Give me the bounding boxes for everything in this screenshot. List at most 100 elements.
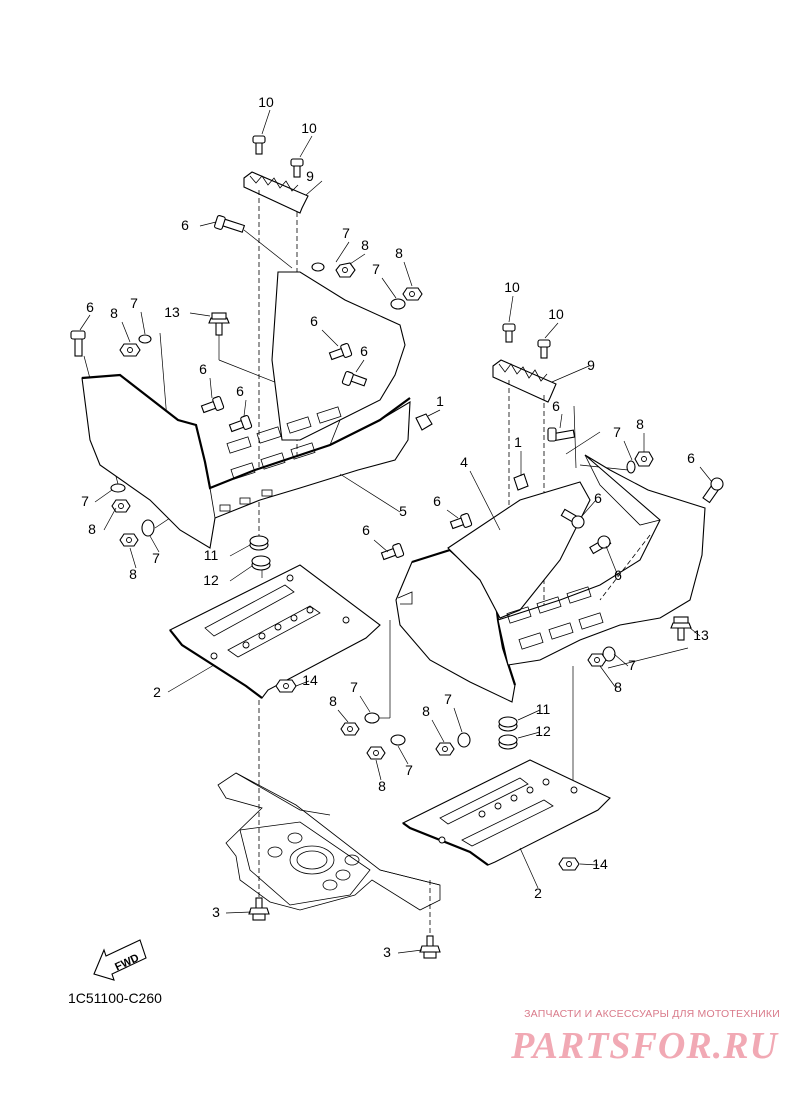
- callout-leader-line: [431, 719, 445, 743]
- callout-number: 7: [628, 657, 636, 673]
- callout-number: 11: [204, 547, 219, 563]
- bolt-6-right-b: [560, 508, 585, 529]
- callout-7-g: 7: [613, 653, 636, 673]
- callout-leader-line: [103, 507, 117, 531]
- callout-number: 6: [181, 217, 189, 233]
- callout-leader-line: [375, 759, 382, 781]
- bolt-6-right-e: [380, 543, 405, 561]
- callout-number: 7: [342, 225, 350, 241]
- bolt-13-right: [670, 616, 692, 641]
- callout-leader-line: [225, 911, 252, 914]
- callout-leader-line: [229, 544, 251, 557]
- callout-number: 6: [362, 522, 370, 538]
- bolt-10-right-b: [537, 339, 551, 359]
- callout-7-a: 7: [335, 225, 350, 263]
- nut-8-left-a: [119, 343, 141, 357]
- callout-6-j: 6: [581, 490, 602, 517]
- callout-leader-line: [355, 359, 365, 373]
- callout-8-i: 8: [422, 703, 445, 743]
- callout-leader-line: [305, 180, 323, 196]
- bolt-13-left: [208, 312, 230, 336]
- watermark-caption: ЗАПЧАСТИ И АКСЕССУАРЫ ДЛЯ МОТОТЕХНИКИ: [524, 1008, 780, 1020]
- callout-14-b: 14: [579, 856, 608, 872]
- callout-6-h: 6: [687, 450, 713, 483]
- callout-number: 14: [592, 856, 608, 872]
- footrest-guard-right-4: [395, 454, 706, 703]
- callout-6-e: 6: [199, 361, 213, 399]
- callout-leader-line: [453, 707, 463, 733]
- callout-leader-line: [209, 377, 213, 399]
- lower-frame: [217, 772, 441, 911]
- callout-6-g: 6: [552, 398, 563, 429]
- callout-1-a: 1: [427, 393, 444, 417]
- callout-8-h: 8: [329, 693, 349, 723]
- callout-leader-line: [381, 277, 397, 299]
- nut-8-mid-a: [340, 722, 360, 736]
- callout-leader-line: [397, 745, 409, 765]
- footrest-guard-left-5: [81, 271, 411, 549]
- clip-1-left: [415, 413, 433, 431]
- callout-2-b: 2: [519, 847, 542, 901]
- washer-7-left-bottom-b: [141, 519, 155, 537]
- callout-10-c: 10: [504, 279, 520, 323]
- nut-14-right: [558, 857, 580, 871]
- callout-number: 6: [236, 383, 244, 399]
- callout-number: 8: [361, 237, 369, 253]
- callout-number: 8: [378, 778, 386, 794]
- callout-13-a: 13: [164, 304, 211, 320]
- callout-number: 6: [433, 493, 441, 509]
- callout-leader-line: [167, 664, 215, 693]
- callout-number: 7: [152, 550, 160, 566]
- callout-number: 7: [81, 493, 89, 509]
- callout-leader-line: [613, 653, 629, 667]
- callout-8-a: 8: [349, 237, 369, 265]
- callout-7-j: 7: [397, 745, 413, 778]
- callout-leader-line: [519, 847, 539, 889]
- callout-6-l: 6: [605, 545, 622, 583]
- clip-1-right: [513, 473, 529, 491]
- callout-9-b: 9: [551, 357, 595, 383]
- callout-3-a: 3: [212, 904, 252, 920]
- callout-13-b: 13: [689, 627, 709, 643]
- callout-number: 2: [534, 885, 542, 901]
- callout-number: 8: [329, 693, 337, 709]
- callout-number: 11: [536, 701, 551, 717]
- callout-leader-line: [359, 695, 371, 713]
- callout-number: 10: [301, 120, 317, 136]
- callout-11-a: 11: [204, 544, 251, 563]
- callout-12-b: 12: [517, 723, 551, 739]
- callout-number: 13: [164, 304, 180, 320]
- nut-8-right-top: [634, 451, 654, 467]
- callout-leader-line: [551, 365, 590, 383]
- callout-7-d: 7: [81, 489, 113, 509]
- callout-number: 7: [372, 261, 380, 277]
- callout-number: 1: [436, 393, 444, 409]
- bolt-10-left-b: [290, 158, 304, 178]
- bolt-6-left-edge: [70, 330, 86, 357]
- callout-9-a: 9: [305, 168, 323, 196]
- callout-number: 8: [110, 305, 118, 321]
- callout-6-b: 6: [79, 299, 94, 331]
- callout-leader-line: [321, 329, 339, 347]
- callout-leader-line: [517, 709, 541, 721]
- callout-leader-line: [559, 413, 563, 429]
- callout-number: 6: [86, 299, 94, 315]
- callout-8-d: 8: [129, 547, 137, 582]
- callout-number: 1: [514, 434, 522, 450]
- bolt-6-left-inner-a: [328, 343, 353, 361]
- callout-3-b: 3: [383, 944, 423, 960]
- nut-8-mid-b: [366, 746, 386, 760]
- watermark-logo: PARTSFOR.RU: [511, 1025, 778, 1067]
- diagram-code: 1C51100-C260: [68, 990, 162, 1006]
- callout-number: 10: [258, 94, 274, 110]
- bracket-9-right: [492, 359, 557, 403]
- callout-number: 12: [203, 572, 219, 588]
- callout-10-a: 10: [258, 94, 274, 135]
- callout-leader-line: [446, 509, 459, 519]
- callout-leader-line: [261, 109, 271, 135]
- callout-leader-line: [623, 440, 633, 461]
- callout-8-c: 8: [110, 305, 131, 343]
- washer-7-left-right: [390, 298, 406, 310]
- callout-7-c: 7: [130, 295, 146, 335]
